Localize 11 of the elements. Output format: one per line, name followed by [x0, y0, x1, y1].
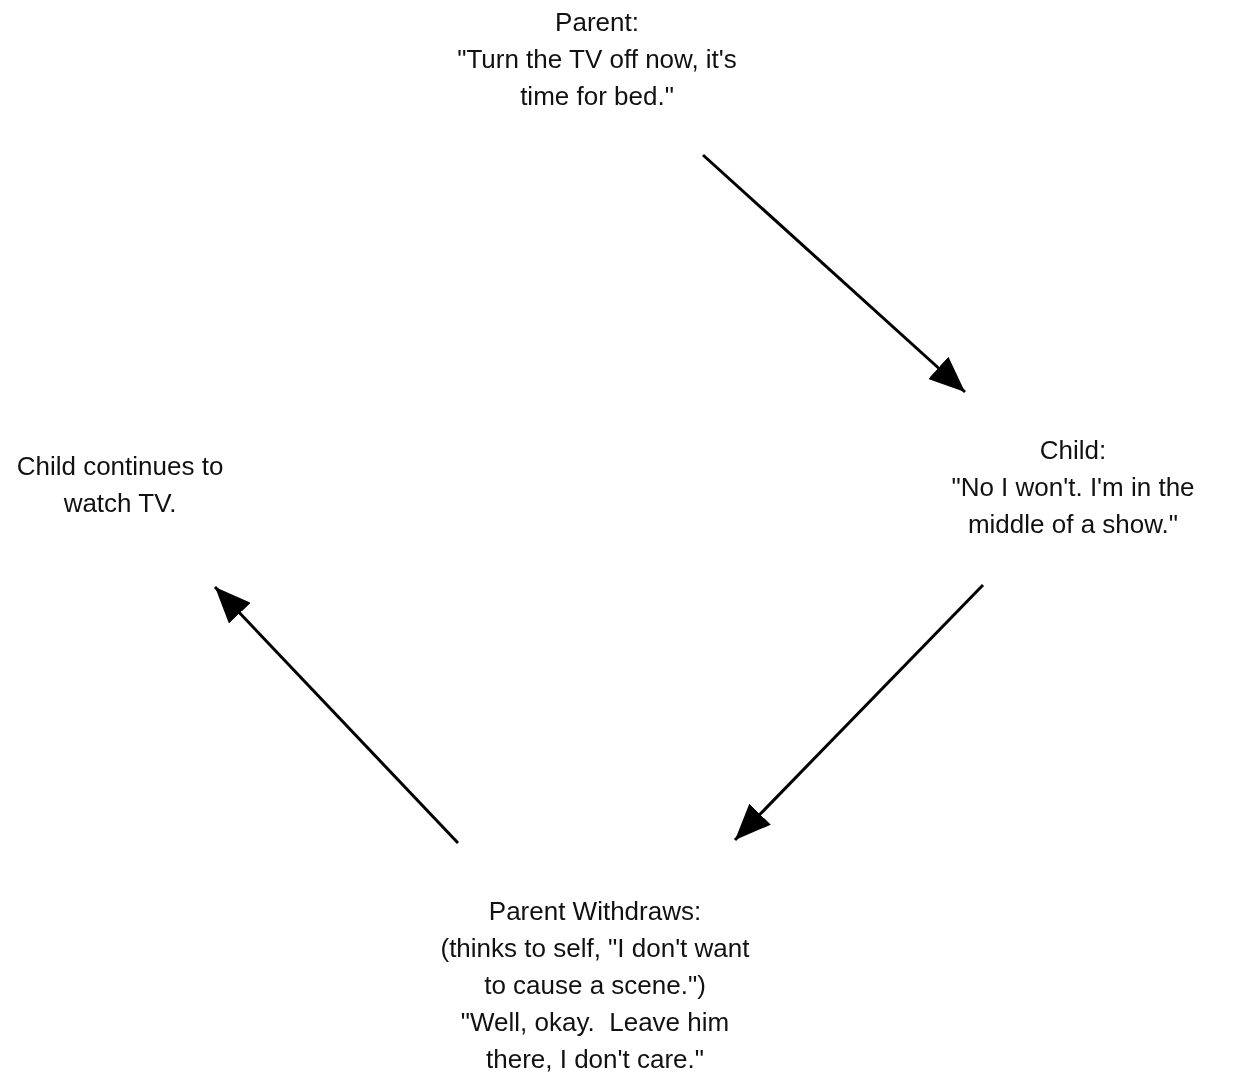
step-text: Child continues to watch TV. — [15, 450, 225, 520]
step-heading: Parent: — [555, 6, 639, 39]
step-text: (thinks to self, "I don't want to cause a scene.") — [439, 932, 751, 1002]
step-text: "No I won't. I'm in the middle of a show." — [950, 471, 1196, 541]
step-text: "Turn the TV off now, it's time for bed." — [456, 43, 738, 113]
arrow — [702, 153, 966, 394]
step-text: "Well, okay. Leave him there, I don't care." — [459, 1006, 731, 1076]
arrow — [733, 583, 985, 842]
step-heading: Parent Withdraws: — [488, 895, 702, 928]
arrow — [213, 585, 460, 845]
step-heading: Child: — [1039, 434, 1107, 467]
